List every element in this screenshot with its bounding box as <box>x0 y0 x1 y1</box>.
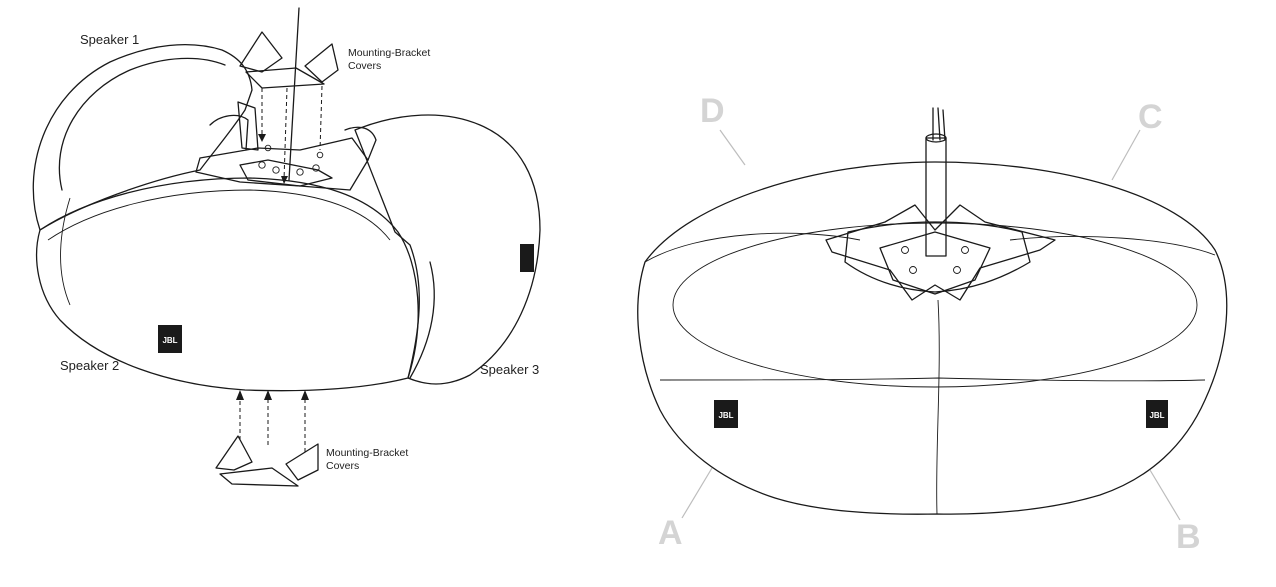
jbl-logo-right-panel: JBL <box>1146 400 1168 428</box>
mounting-bracket <box>195 7 377 191</box>
ring-top-rim <box>672 222 1198 388</box>
assembled-speaker-ring: JBL JBL A B C D <box>637 92 1228 556</box>
speaker-3-label: Speaker 3 <box>480 362 539 377</box>
left-seam <box>644 232 861 263</box>
right-seam <box>1009 236 1216 256</box>
jbl-logo-left-panel: JBL <box>714 400 738 428</box>
speaker-2-body <box>35 177 419 392</box>
bottom-covers-label-line1: Mounting-Bracket <box>326 447 408 459</box>
jbl-logo-side <box>520 244 534 272</box>
mounting-pipe <box>925 107 947 257</box>
front-seam <box>936 299 940 515</box>
jbl-logo-text-right: JBL <box>1149 411 1164 420</box>
exploded-speaker-assembly: JBL Speaker 1 Speaker 2 Speaker 3 Mounti… <box>32 7 541 487</box>
ring-outer-body <box>637 161 1228 515</box>
corner-label-a: A <box>658 514 683 552</box>
corner-label-c: C <box>1138 98 1163 136</box>
leader-a <box>681 467 713 519</box>
jbl-logo-front: JBL <box>158 325 182 353</box>
top-covers-label-line2: Covers <box>348 60 381 72</box>
leader-c <box>1111 129 1141 181</box>
top-covers-label-line1: Mounting-Bracket <box>348 47 430 59</box>
corner-label-b: B <box>1176 518 1201 556</box>
speaker-1-label: Speaker 1 <box>80 32 139 47</box>
corner-label-d: D <box>700 92 725 130</box>
bottom-covers-label-line2: Covers <box>326 460 359 472</box>
lower-seam <box>659 377 1206 382</box>
top-bracket-covers <box>239 31 339 184</box>
speaker-2-label: Speaker 2 <box>60 358 119 373</box>
speaker-1-body <box>32 43 253 231</box>
assembled-bracket <box>825 204 1056 301</box>
bottom-bracket-covers <box>215 390 319 487</box>
speaker-3-body <box>354 114 541 385</box>
jbl-logo-text-left: JBL <box>718 411 733 420</box>
jbl-logo-text: JBL <box>162 336 177 345</box>
leader-b <box>1149 469 1181 521</box>
leader-d <box>719 129 746 166</box>
